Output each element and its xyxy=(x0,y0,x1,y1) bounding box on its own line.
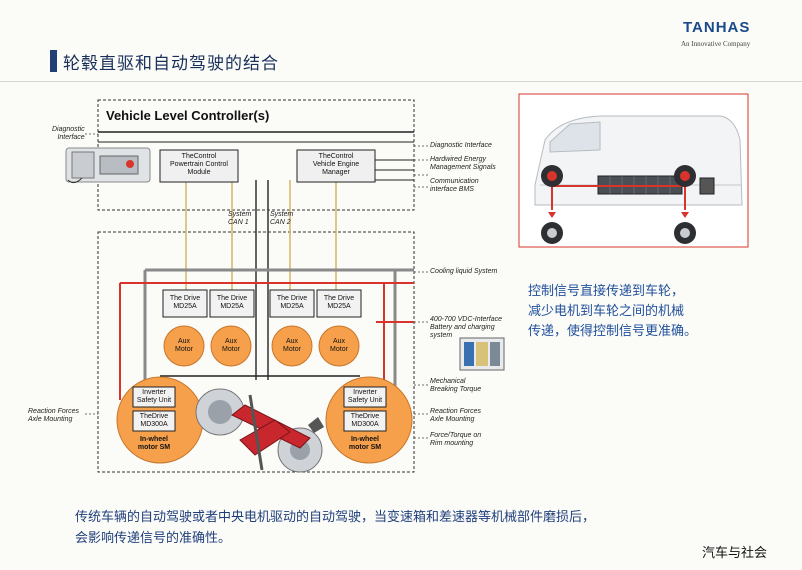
diagnostic-interface-label: Diagnostic Interface xyxy=(430,142,492,149)
company-logo: TANHAS xyxy=(683,19,751,36)
drive-box-4 xyxy=(316,289,362,318)
system-can2-label: System CAN 2 xyxy=(270,211,294,226)
aux-motor-label-3: Aux Motor xyxy=(283,338,301,353)
vehicle-van-image xyxy=(534,115,743,244)
aux-motor-label-2: Aux Motor xyxy=(222,338,240,353)
drive-label-1: The Drive MD25A xyxy=(169,295,201,310)
aux-motor-4 xyxy=(318,325,360,367)
hardwired-signals-label: Hardwired Energy Management Signals xyxy=(430,156,496,171)
company-logo-subtitle: An Innovative Company xyxy=(681,40,751,48)
inwheel-drive-label-right: TheDrive MD300A xyxy=(350,413,380,428)
aux-motor-label-4: Aux Motor xyxy=(330,338,348,353)
powertrain-module-label: TheControl Powertrain Control Module xyxy=(170,153,228,176)
vdc-interface-label: 400-700 VDC-Interface Battery and chargi… xyxy=(430,316,502,339)
powertrain-module-box xyxy=(159,149,239,183)
title-accent-bar xyxy=(50,50,57,72)
aux-motor-3 xyxy=(271,325,313,367)
engine-manager-box xyxy=(296,149,376,183)
header-divider xyxy=(0,81,802,82)
engine-manager-label: TheControl Vehicle Engine Manager xyxy=(312,153,360,176)
system-can1-label: System CAN 1 xyxy=(228,211,252,226)
inverter-label-right: Inverter Safety Unit xyxy=(347,389,383,404)
page-title: 轮毂直驱和自动驾驶的结合 xyxy=(63,54,279,74)
watermark-text: 汽车与社会 xyxy=(702,546,768,561)
bottom-description: 传统车辆的自动驾驶或者中央电机驱动的自动驾驶，当变速箱和差速器等机械部件磨损后，… xyxy=(75,510,596,546)
drive-box-3 xyxy=(269,289,315,318)
aux-motor-2 xyxy=(210,325,252,367)
diagnostic-interface-left-label: Diagnostic Interface xyxy=(52,126,85,141)
inwheel-motor-label-left: In-wheel motor SM xyxy=(137,436,171,451)
axle-assembly-image xyxy=(195,388,324,473)
force-torque-label: Force/Torque on Rim mounting xyxy=(430,432,482,447)
communication-bms-label: Communication interface BMS xyxy=(430,178,479,193)
aux-motor-label-1: Aux Motor xyxy=(175,338,193,353)
mechanical-braking-label: Mechanical Breaking Torque xyxy=(430,378,482,393)
inwheel-drive-label-left: TheDrive MD300A xyxy=(139,413,169,428)
aux-motor-1 xyxy=(163,325,205,367)
inverter-label-left: Inverter Safety Unit xyxy=(136,389,172,404)
inwheel-motor-label-right: In-wheel motor SM xyxy=(348,436,382,451)
controller-title: Vehicle Level Controller(s) xyxy=(106,108,270,123)
drive-label-4: The Drive MD25A xyxy=(323,295,355,310)
right-description: 控制信号直接传递到车轮， 减少电机到车轮之间的机械 传递，使得控制信号更准确。 xyxy=(528,284,698,339)
cooling-system-label: Cooling liquid System xyxy=(430,268,498,275)
battery-system-image xyxy=(459,337,505,371)
reaction-forces-left-label: Reaction Forces Axle Mounting xyxy=(28,408,79,423)
drive-label-3: The Drive MD25A xyxy=(276,295,308,310)
reaction-forces-right-label: Reaction Forces Axle Mounting xyxy=(430,408,481,423)
drive-box-1 xyxy=(162,289,208,318)
drive-label-2: The Drive MD25A xyxy=(216,295,248,310)
drive-box-2 xyxy=(209,289,255,318)
diagnostic-device-image xyxy=(65,147,151,184)
